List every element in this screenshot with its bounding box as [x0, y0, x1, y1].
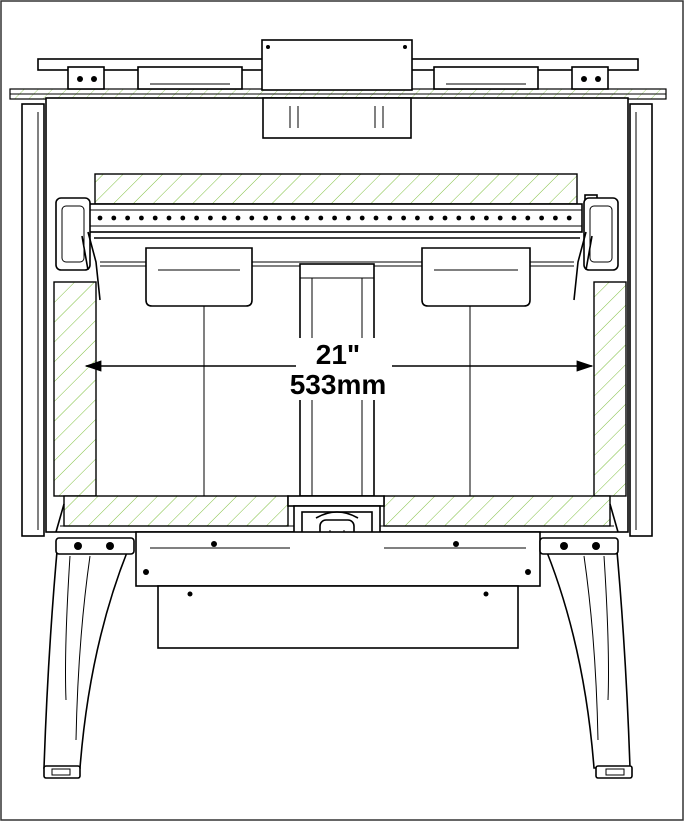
- air-hole: [387, 215, 393, 221]
- right-leg: [539, 537, 633, 779]
- air-hole: [442, 215, 448, 221]
- air-hole: [511, 215, 517, 221]
- air-hole: [152, 215, 158, 221]
- air-hole: [263, 215, 268, 221]
- air-hole: [194, 215, 200, 221]
- air-hole: [277, 215, 282, 221]
- air-hole: [401, 215, 406, 221]
- air-hole: [359, 215, 365, 221]
- width-dimension: 21" 533mm: [84, 338, 594, 400]
- top-cap: [9, 39, 667, 100]
- air-hole: [470, 215, 475, 221]
- air-hole: [111, 215, 117, 221]
- dimension-label-metric: 533mm: [290, 369, 387, 400]
- air-hole: [166, 215, 172, 221]
- left-leg: [43, 537, 135, 779]
- air-hole: [456, 215, 462, 221]
- dimension-label-imperial: 21": [316, 339, 360, 370]
- air-hole: [139, 215, 144, 221]
- air-hole: [125, 215, 130, 221]
- left-tube-bracket: [55, 197, 101, 301]
- air-hole: [539, 215, 544, 221]
- air-hole: [497, 215, 503, 221]
- air-hole: [566, 215, 572, 221]
- air-hole: [553, 215, 558, 221]
- air-hole: [180, 215, 186, 221]
- base-pan: [135, 531, 541, 649]
- air-hole: [346, 215, 351, 221]
- air-hole: [97, 215, 103, 221]
- air-hole: [428, 215, 434, 221]
- air-hole: [318, 215, 324, 221]
- air-hole: [373, 215, 379, 221]
- air-hole: [484, 215, 489, 221]
- air-hole: [332, 215, 337, 221]
- secondary-air-tube: [87, 194, 598, 233]
- air-hole: [249, 215, 255, 221]
- air-hole: [208, 215, 213, 221]
- top-baffle-brick: [94, 173, 578, 205]
- air-hole: [304, 215, 310, 221]
- air-hole: [525, 215, 531, 221]
- air-hole: [221, 215, 227, 221]
- air-hole: [235, 215, 241, 221]
- right-tube-bracket: [573, 197, 619, 301]
- air-hole: [415, 215, 420, 221]
- air-hole: [290, 215, 296, 221]
